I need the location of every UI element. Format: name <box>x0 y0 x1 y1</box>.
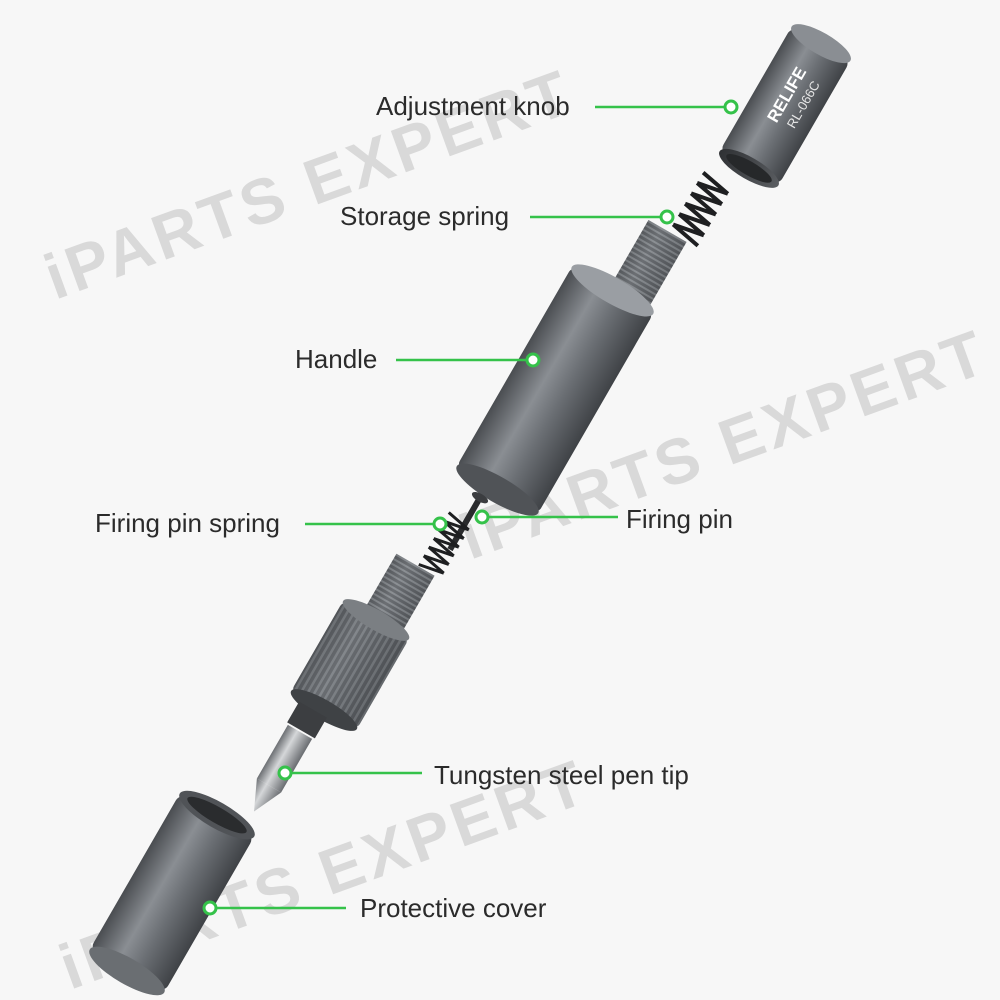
label-tungsten-steel-pen-tip: Tungsten steel pen tip <box>434 760 689 790</box>
label-storage-spring: Storage spring <box>340 201 509 231</box>
callout-dot <box>723 99 739 115</box>
label-adjustment-knob: Adjustment knob <box>376 91 570 121</box>
knurled-nut-part <box>290 599 410 731</box>
label-firing-pin: Firing pin <box>626 504 733 534</box>
callout-dot <box>474 509 490 525</box>
callout-protective-cover: Protective cover <box>202 893 547 923</box>
label-firing-pin-spring: Firing pin spring <box>95 508 280 538</box>
tungsten-tip-part <box>254 724 313 812</box>
collar-part <box>287 701 327 739</box>
label-protective-cover: Protective cover <box>360 893 547 923</box>
storage-spring-part <box>671 171 730 248</box>
callout-handle: Handle <box>295 344 541 374</box>
callout-dot <box>525 352 541 368</box>
protective-cover-part <box>89 790 255 996</box>
label-handle: Handle <box>295 344 377 374</box>
adjustment-knob-part <box>719 24 851 188</box>
callout-dot <box>659 209 675 225</box>
callout-dot <box>432 516 448 532</box>
handle-part <box>456 264 654 516</box>
callout-firing-pin-spring: Firing pin spring <box>95 508 448 538</box>
callout-tungsten-steel-pen-tip: Tungsten steel pen tip <box>277 760 689 790</box>
callout-adjustment-knob: Adjustment knob <box>376 91 739 121</box>
callout-dot <box>277 765 293 781</box>
firing-pin-spring-part <box>418 511 470 575</box>
callout-storage-spring: Storage spring <box>340 201 675 231</box>
callout-dot <box>202 900 218 916</box>
callout-firing-pin: Firing pin <box>474 504 733 534</box>
